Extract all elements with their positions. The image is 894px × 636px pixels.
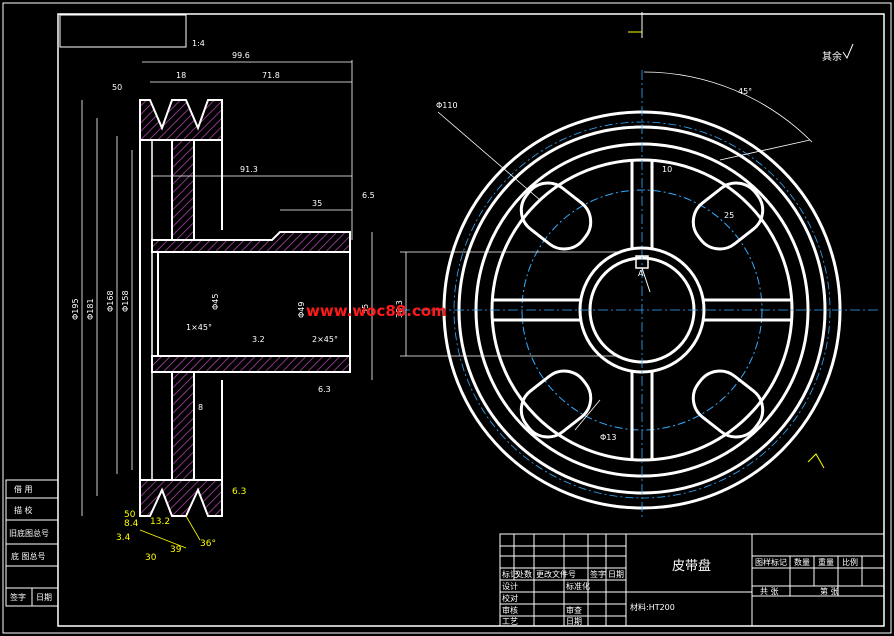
left-table-0: 借 用	[14, 484, 33, 494]
groove-angle: 36°	[200, 539, 216, 549]
ra-bottom: 6.3	[318, 385, 331, 394]
corner-box	[59, 14, 187, 48]
tb-h1: 处数	[516, 569, 532, 579]
dim-bore-len: 91.3	[240, 165, 258, 174]
tb-h2: 更改文件号	[536, 569, 576, 579]
a-mark: A	[638, 269, 644, 278]
y-label-1: 30	[145, 553, 157, 563]
tb-h4: 日期	[608, 570, 624, 579]
groove-34: 3.4	[116, 533, 131, 543]
chamfer-1: 1×45°	[186, 323, 212, 332]
dim-d110: Φ110	[436, 101, 458, 110]
side-view: 99.6 18 71.8 91.3 35 6.5 50 Φ195 Φ181 Φ1…	[71, 51, 375, 563]
dim-w25: 25	[724, 211, 734, 220]
dim-d45: Φ45	[211, 294, 220, 310]
hole-bl	[519, 369, 593, 439]
left-table-3: 底 图总号	[11, 551, 46, 561]
dim-d55: 55	[361, 304, 370, 314]
left-table-1: 描 校	[14, 505, 33, 515]
web-bottom	[171, 371, 195, 481]
tb-right-h1: 数量	[794, 557, 810, 567]
y-label-2: 39	[170, 545, 182, 555]
dim-d168: Φ168	[106, 290, 115, 312]
groove-84: 8.4	[124, 519, 139, 529]
hole-tr	[691, 181, 765, 251]
chamfer-2: 2×45°	[312, 335, 338, 344]
tb-right-h2: 重量	[818, 557, 834, 567]
tb-right-f1: 第 张	[820, 586, 839, 596]
tb-r1c2: 标准化	[566, 581, 590, 591]
ra-inner: 3.2	[252, 335, 265, 344]
web-top	[171, 139, 195, 241]
dim-angle45: 45°	[738, 87, 752, 96]
left-table	[5, 479, 59, 607]
dim-d13: Φ13	[600, 433, 616, 442]
dim-key: 38.3	[395, 300, 404, 318]
dim-d158: Φ158	[121, 290, 130, 312]
hole-tl	[519, 181, 593, 251]
inner-border	[57, 13, 885, 627]
dim-d195: Φ195	[71, 298, 80, 320]
tb-r3c0: 审核	[502, 605, 518, 615]
tb-right-h0: 图样标记	[755, 557, 787, 567]
surface-note: 其余	[822, 50, 842, 63]
dim-total-width: 99.6	[232, 51, 250, 60]
tb-r4c2: 日期	[566, 617, 582, 626]
hole-br	[691, 369, 765, 439]
title-block-title: 皮带盘	[672, 558, 711, 574]
rim-top	[139, 99, 223, 141]
dim-hub-step: 35	[312, 199, 322, 208]
left-table-5: 日期	[36, 593, 52, 602]
corner-mark: 1:4	[192, 39, 205, 48]
dim-web: 8	[198, 403, 203, 412]
ra-roughness-top: 50	[112, 83, 122, 92]
dim-spoke: 10	[662, 165, 672, 174]
watermark: www.woc88.com	[306, 302, 447, 320]
groove-13: 13.2	[150, 517, 170, 527]
dim-d181: Φ181	[86, 298, 95, 320]
bore	[157, 251, 351, 357]
front-view	[400, 70, 880, 520]
title-block-material: 材料:HT200	[630, 602, 675, 612]
left-table-2: 旧底图总号	[9, 528, 49, 538]
tb-h0: 标记	[502, 569, 518, 579]
surface-symbol	[842, 43, 854, 60]
tb-r4c0: 工艺	[502, 617, 518, 626]
dim-71: 71.8	[262, 71, 280, 80]
tb-r1c0: 设计	[502, 581, 518, 591]
dim-d49: Φ49	[297, 302, 306, 318]
dim-groove-width: 18	[176, 71, 186, 80]
rim-bottom	[139, 479, 223, 517]
title-block-grid	[499, 533, 885, 627]
hub-bottom	[151, 355, 351, 373]
tb-right-h3: 比例	[842, 557, 858, 567]
tb-r3c2: 审查	[566, 605, 582, 615]
ra-top: 6.5	[362, 191, 375, 200]
tb-h3: 签字	[590, 569, 606, 579]
ra-bottom-2: 6.3	[232, 487, 246, 497]
tb-right-f0: 共 张	[760, 587, 779, 596]
tb-r2c0: 校对	[502, 593, 518, 603]
ra-50-bottom: 50	[124, 510, 136, 520]
left-table-4: 签字	[10, 592, 26, 602]
